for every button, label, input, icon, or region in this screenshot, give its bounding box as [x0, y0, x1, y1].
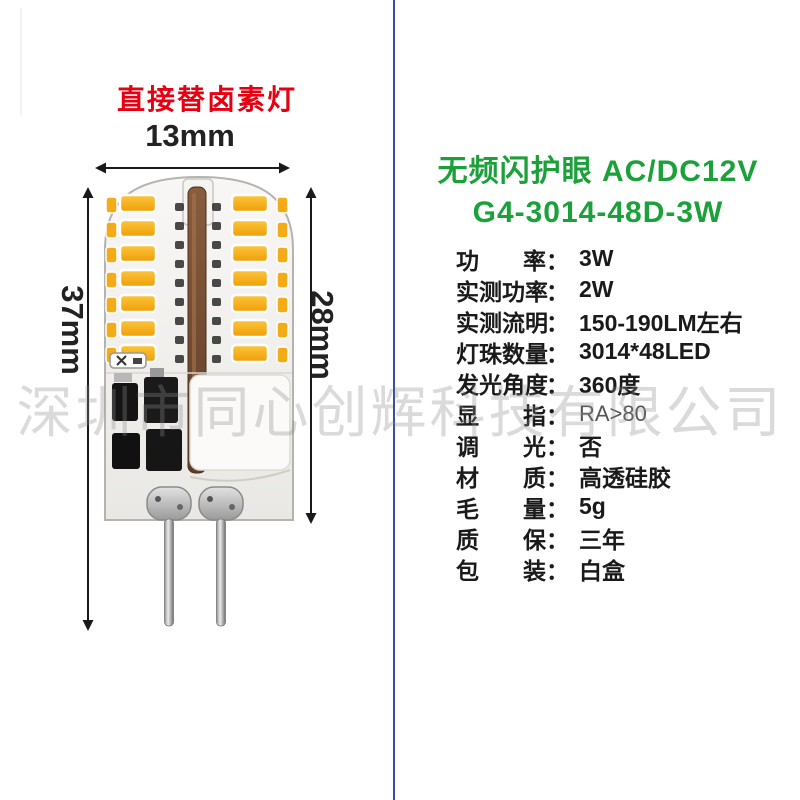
spec-row-measured-power: 实测功率： 2W — [456, 274, 743, 305]
spec-row-cri: 显指： RA>80 — [456, 398, 743, 429]
spec-colon: ： — [546, 309, 569, 336]
spec-colon: ： — [546, 495, 569, 522]
spec-row-dimmable: 调光： 否 — [456, 429, 743, 460]
spec-colon: ： — [546, 371, 569, 398]
spec-value: 否 — [579, 433, 602, 460]
title-no-flicker-voltage: 无频闪护眼 AC/DC12V — [437, 155, 759, 188]
spec-value: 高透硅胶 — [579, 464, 671, 491]
vertical-divider-line — [393, 0, 395, 800]
spec-label: 毛量 — [456, 495, 546, 522]
spec-value: 360度 — [579, 371, 641, 398]
spec-colon: ： — [546, 278, 569, 305]
spec-panel: 无频闪护眼 AC/DC12V G4-3014-48D-3W 功率：3W 实测功率… — [396, 0, 800, 800]
spec-row-led-count: 灯珠数量： 3014*48LED — [456, 336, 743, 367]
spec-colon: ： — [546, 402, 569, 429]
spec-colon: ： — [546, 340, 569, 367]
spec-value: RA>80 — [579, 400, 647, 426]
spec-row-lumen: 实测流明： 150-190LM左右 — [456, 305, 743, 336]
dimension-width-label: 13mm — [145, 118, 235, 153]
spec-label: 包装 — [456, 557, 546, 584]
spec-label: 调光 — [456, 433, 546, 460]
dimension-arrows — [82, 162, 317, 631]
spec-value: 三年 — [579, 526, 625, 553]
spec-row-material: 材质： 高透硅胶 — [456, 460, 743, 491]
spec-value: 150-190LM左右 — [579, 309, 743, 336]
driver-components — [106, 352, 292, 482]
faint-edge-line — [20, 8, 22, 116]
spec-list: 功率：3W 实测功率：2W 实测流明：150-190LM左右 灯珠数量：3014… — [456, 243, 743, 584]
spec-value: 2W — [579, 276, 614, 302]
g4-pins — [146, 486, 244, 627]
spec-row-beam-angle: 发光角度： 360度 — [456, 367, 743, 398]
spec-label: 质保 — [456, 526, 546, 553]
spec-colon: ： — [546, 526, 569, 553]
spec-row-warranty: 质保： 三年 — [456, 522, 743, 553]
spec-label: 灯珠数量 — [456, 340, 548, 367]
bulb-illustration — [82, 162, 317, 631]
spec-label: 实测功率 — [456, 278, 548, 305]
spec-value: 3014*48LED — [579, 338, 711, 364]
spec-row-weight: 毛量： 5g — [456, 491, 743, 522]
spec-row-packaging: 包装： 白盒 — [456, 553, 743, 584]
headline-replace-halogen: 直接替卤素灯 — [116, 84, 297, 115]
product-visual-panel: 直接替卤素灯 13mm 37mm 28mm — [0, 0, 393, 800]
spec-colon: ： — [546, 433, 569, 460]
spec-value: 白盒 — [579, 557, 625, 584]
spec-colon: ： — [546, 464, 569, 491]
spec-label: 功率 — [456, 247, 546, 274]
title-model-number: G4-3014-48D-3W — [472, 196, 724, 229]
spec-colon: ： — [546, 247, 569, 274]
led-chip-array — [105, 193, 289, 364]
spec-value: 5g — [579, 493, 606, 519]
spec-label: 发光角度 — [456, 371, 548, 398]
spec-row-power: 功率： 3W — [456, 243, 743, 274]
spec-label: 实测流明 — [456, 309, 548, 336]
spec-label: 材质 — [456, 464, 546, 491]
spec-colon: ： — [546, 557, 569, 584]
spec-value: 3W — [579, 245, 614, 271]
spec-label: 显指 — [456, 402, 546, 429]
